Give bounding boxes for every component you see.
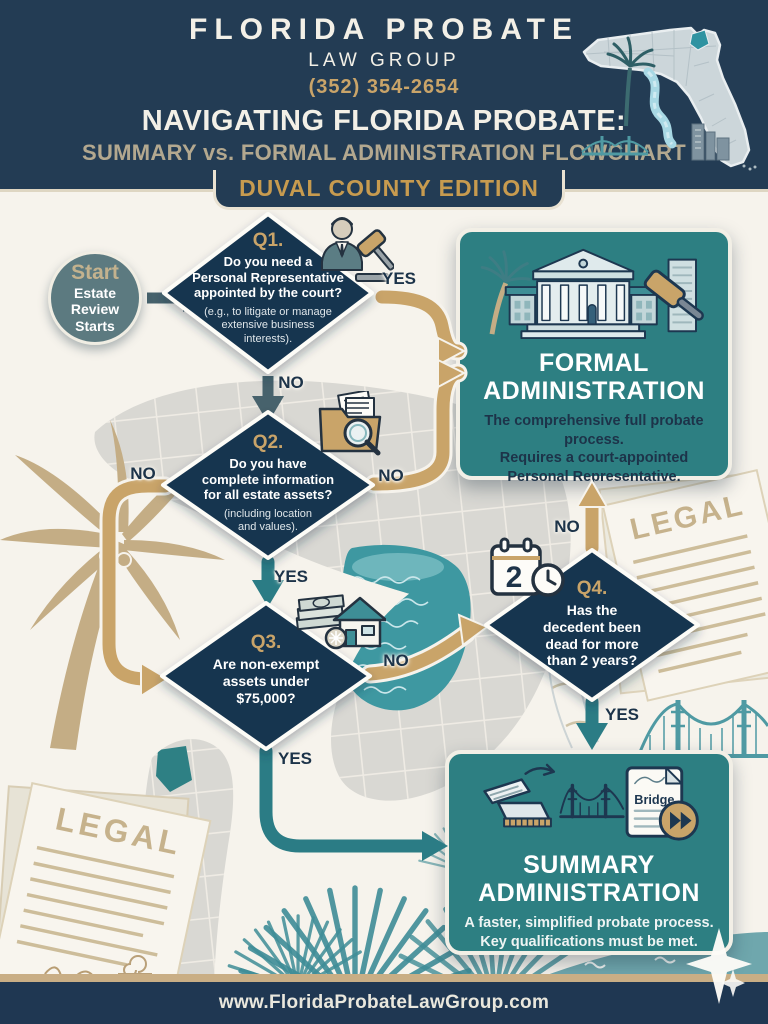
formal-description-1: The comprehensive full probate process. — [484, 413, 704, 448]
money-house-icon — [294, 580, 388, 659]
footer: www.FloridaProbateLawGroup.com — [0, 982, 768, 1024]
q4-node: Q4. Has the decedent been dead for more … — [517, 578, 667, 669]
page-title: NAVIGATING FLORIDA PROBATE: — [141, 105, 627, 137]
judge-gavel-icon — [312, 214, 396, 295]
edge-q3-yes — [259, 744, 431, 853]
q3-question: Are non-exempt assets under $75,000? — [212, 656, 320, 706]
q2-node: Q2. Do you have complete information for… — [170, 432, 366, 535]
edition-badge: DUVAL COUNTY EDITION — [213, 170, 565, 210]
q1-id: Q1. — [252, 230, 284, 251]
footer-divider — [0, 974, 768, 982]
brand-subtitle: LAW GROUP — [308, 50, 460, 71]
website-url: www.FloridaProbateLawGroup.com — [218, 992, 550, 1013]
q2-question: Do you have complete information for all… — [201, 456, 335, 503]
q3-id: Q3. — [250, 632, 282, 653]
calendar-number: 2 — [506, 561, 523, 594]
courthouse-gavel-icon — [460, 240, 728, 347]
q4-question: Has the decedent been dead for more than… — [542, 602, 642, 669]
tan-arrowheads — [140, 336, 609, 698]
edge-label-q2-yes: YES — [273, 567, 309, 586]
speed-bridge-document-icon: Bridge — [449, 762, 729, 849]
florida-state-map-icon — [574, 6, 766, 178]
duval-county-highlight — [689, 29, 710, 51]
summary-description-2: Key qualifications must be met. — [480, 933, 698, 950]
summary-title: SUMMARY ADMINISTRATION — [478, 851, 700, 907]
q4-id: Q4. — [576, 578, 608, 599]
q1-note: (e.g., to litigate or manage extensive b… — [204, 305, 332, 345]
edge-q3-no — [363, 627, 473, 681]
q2-id: Q2. — [252, 432, 284, 453]
bridge-label: Bridge — [634, 793, 674, 807]
formal-description-2: Requires a court-appointed Personal Repr… — [499, 450, 689, 485]
edge-label-q2-no-right: NO — [378, 466, 404, 485]
sparkle-icon — [720, 968, 746, 1003]
edition-badge-label: DUVAL COUNTY EDITION — [239, 175, 539, 201]
sparkle-icon — [684, 926, 754, 1011]
teal-arrowheads — [252, 580, 608, 861]
decision-diamonds — [160, 212, 700, 751]
q3-diamond — [160, 601, 372, 751]
q1-node: Q1. Do you need a Personal Representativ… — [170, 230, 366, 346]
folder-magnifier-icon — [314, 389, 388, 468]
edge-label-q4-yes: YES — [604, 705, 640, 724]
edge-label-q1-no: NO — [278, 373, 304, 392]
header: FLORIDA PROBATE LAW GROUP (352) 354-2654… — [0, 0, 768, 192]
brand-name: FLORIDA PROBATE — [189, 13, 579, 46]
phone-number: (352) 354-2654 — [308, 76, 460, 98]
q2-note: (including location and values). — [223, 507, 313, 534]
q3-node: Q3. Are non-exempt assets under $75,000? — [191, 632, 341, 706]
q2-diamond — [161, 410, 375, 560]
edge-label-q4-no: NO — [554, 517, 580, 536]
summary-description-1: A faster, simplified probate process. — [464, 915, 714, 931]
edge-label-q3-yes: YES — [277, 749, 313, 768]
calendar-clock-icon: 2 — [489, 536, 567, 609]
summary-administration-card: Bridge SUMMARY ADMINISTRATION A faster, … — [445, 750, 733, 955]
edge-label-q2-no-left: NO — [130, 464, 156, 483]
start-sublabel: Estate Review Starts — [70, 285, 120, 334]
teal-edges — [259, 555, 599, 853]
edge-q2-no-left — [102, 479, 172, 686]
start-label: Start — [71, 261, 119, 285]
formal-title: FORMAL ADMINISTRATION — [483, 349, 705, 405]
edge-label-q1-yes: YES — [381, 269, 417, 288]
q1-question: Do you need a Personal Representative ap… — [192, 254, 344, 301]
start-node: Start Estate Review Starts — [48, 251, 142, 345]
edge-label-q3-no: NO — [383, 651, 409, 670]
